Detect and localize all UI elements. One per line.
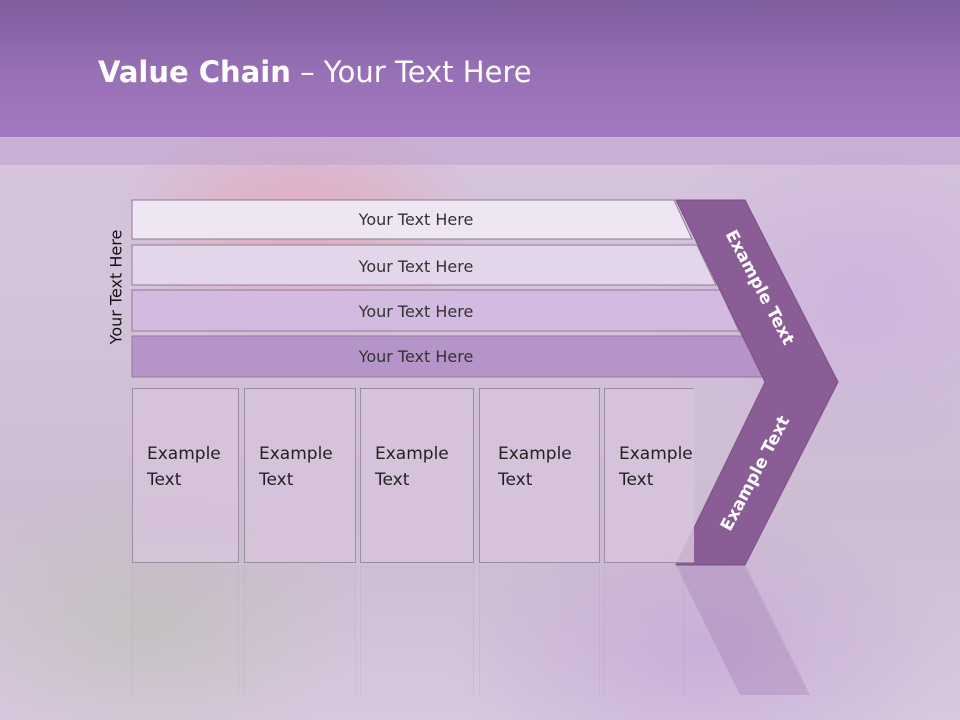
chevron-reflection — [676, 565, 810, 695]
column-reflection-4 — [479, 565, 600, 695]
column-text-1-line1: Example — [147, 444, 221, 464]
row-bar-2 — [131, 244, 717, 286]
column-text-4-line2: Text — [498, 470, 533, 490]
row-label-1: Your Text Here — [358, 210, 474, 229]
slide-title-bold: Value Chain — [98, 55, 291, 89]
row-label-3: Your Text Here — [358, 302, 474, 321]
column-text-2-line2: Text — [259, 470, 294, 490]
column-text-2-line1: Example — [259, 444, 333, 464]
chevron-arrow — [675, 199, 839, 566]
column-text-3-line2: Text — [375, 470, 410, 490]
title-band — [0, 137, 960, 165]
column-text-5-line1: Example — [619, 444, 693, 464]
column-reflection-5 — [604, 565, 684, 695]
row-label-4: Your Text Here — [358, 347, 474, 366]
column-reflection-2 — [244, 565, 356, 695]
slide-title: Value Chain – Your Text Here — [98, 55, 532, 89]
column-reflection-1 — [132, 565, 239, 695]
row-bar-1 — [131, 199, 693, 240]
column-reflection-3 — [360, 565, 474, 695]
row-label-2: Your Text Here — [358, 257, 474, 276]
column-text-5-line2: Text — [619, 470, 654, 490]
column-text-4-line1: Example — [498, 444, 572, 464]
slide-title-rest: – Your Text Here — [290, 55, 532, 89]
column-text-3-line1: Example — [375, 444, 449, 464]
column-text-1-line2: Text — [147, 470, 182, 490]
title-bar — [0, 0, 960, 137]
row-bar-3 — [131, 289, 740, 332]
